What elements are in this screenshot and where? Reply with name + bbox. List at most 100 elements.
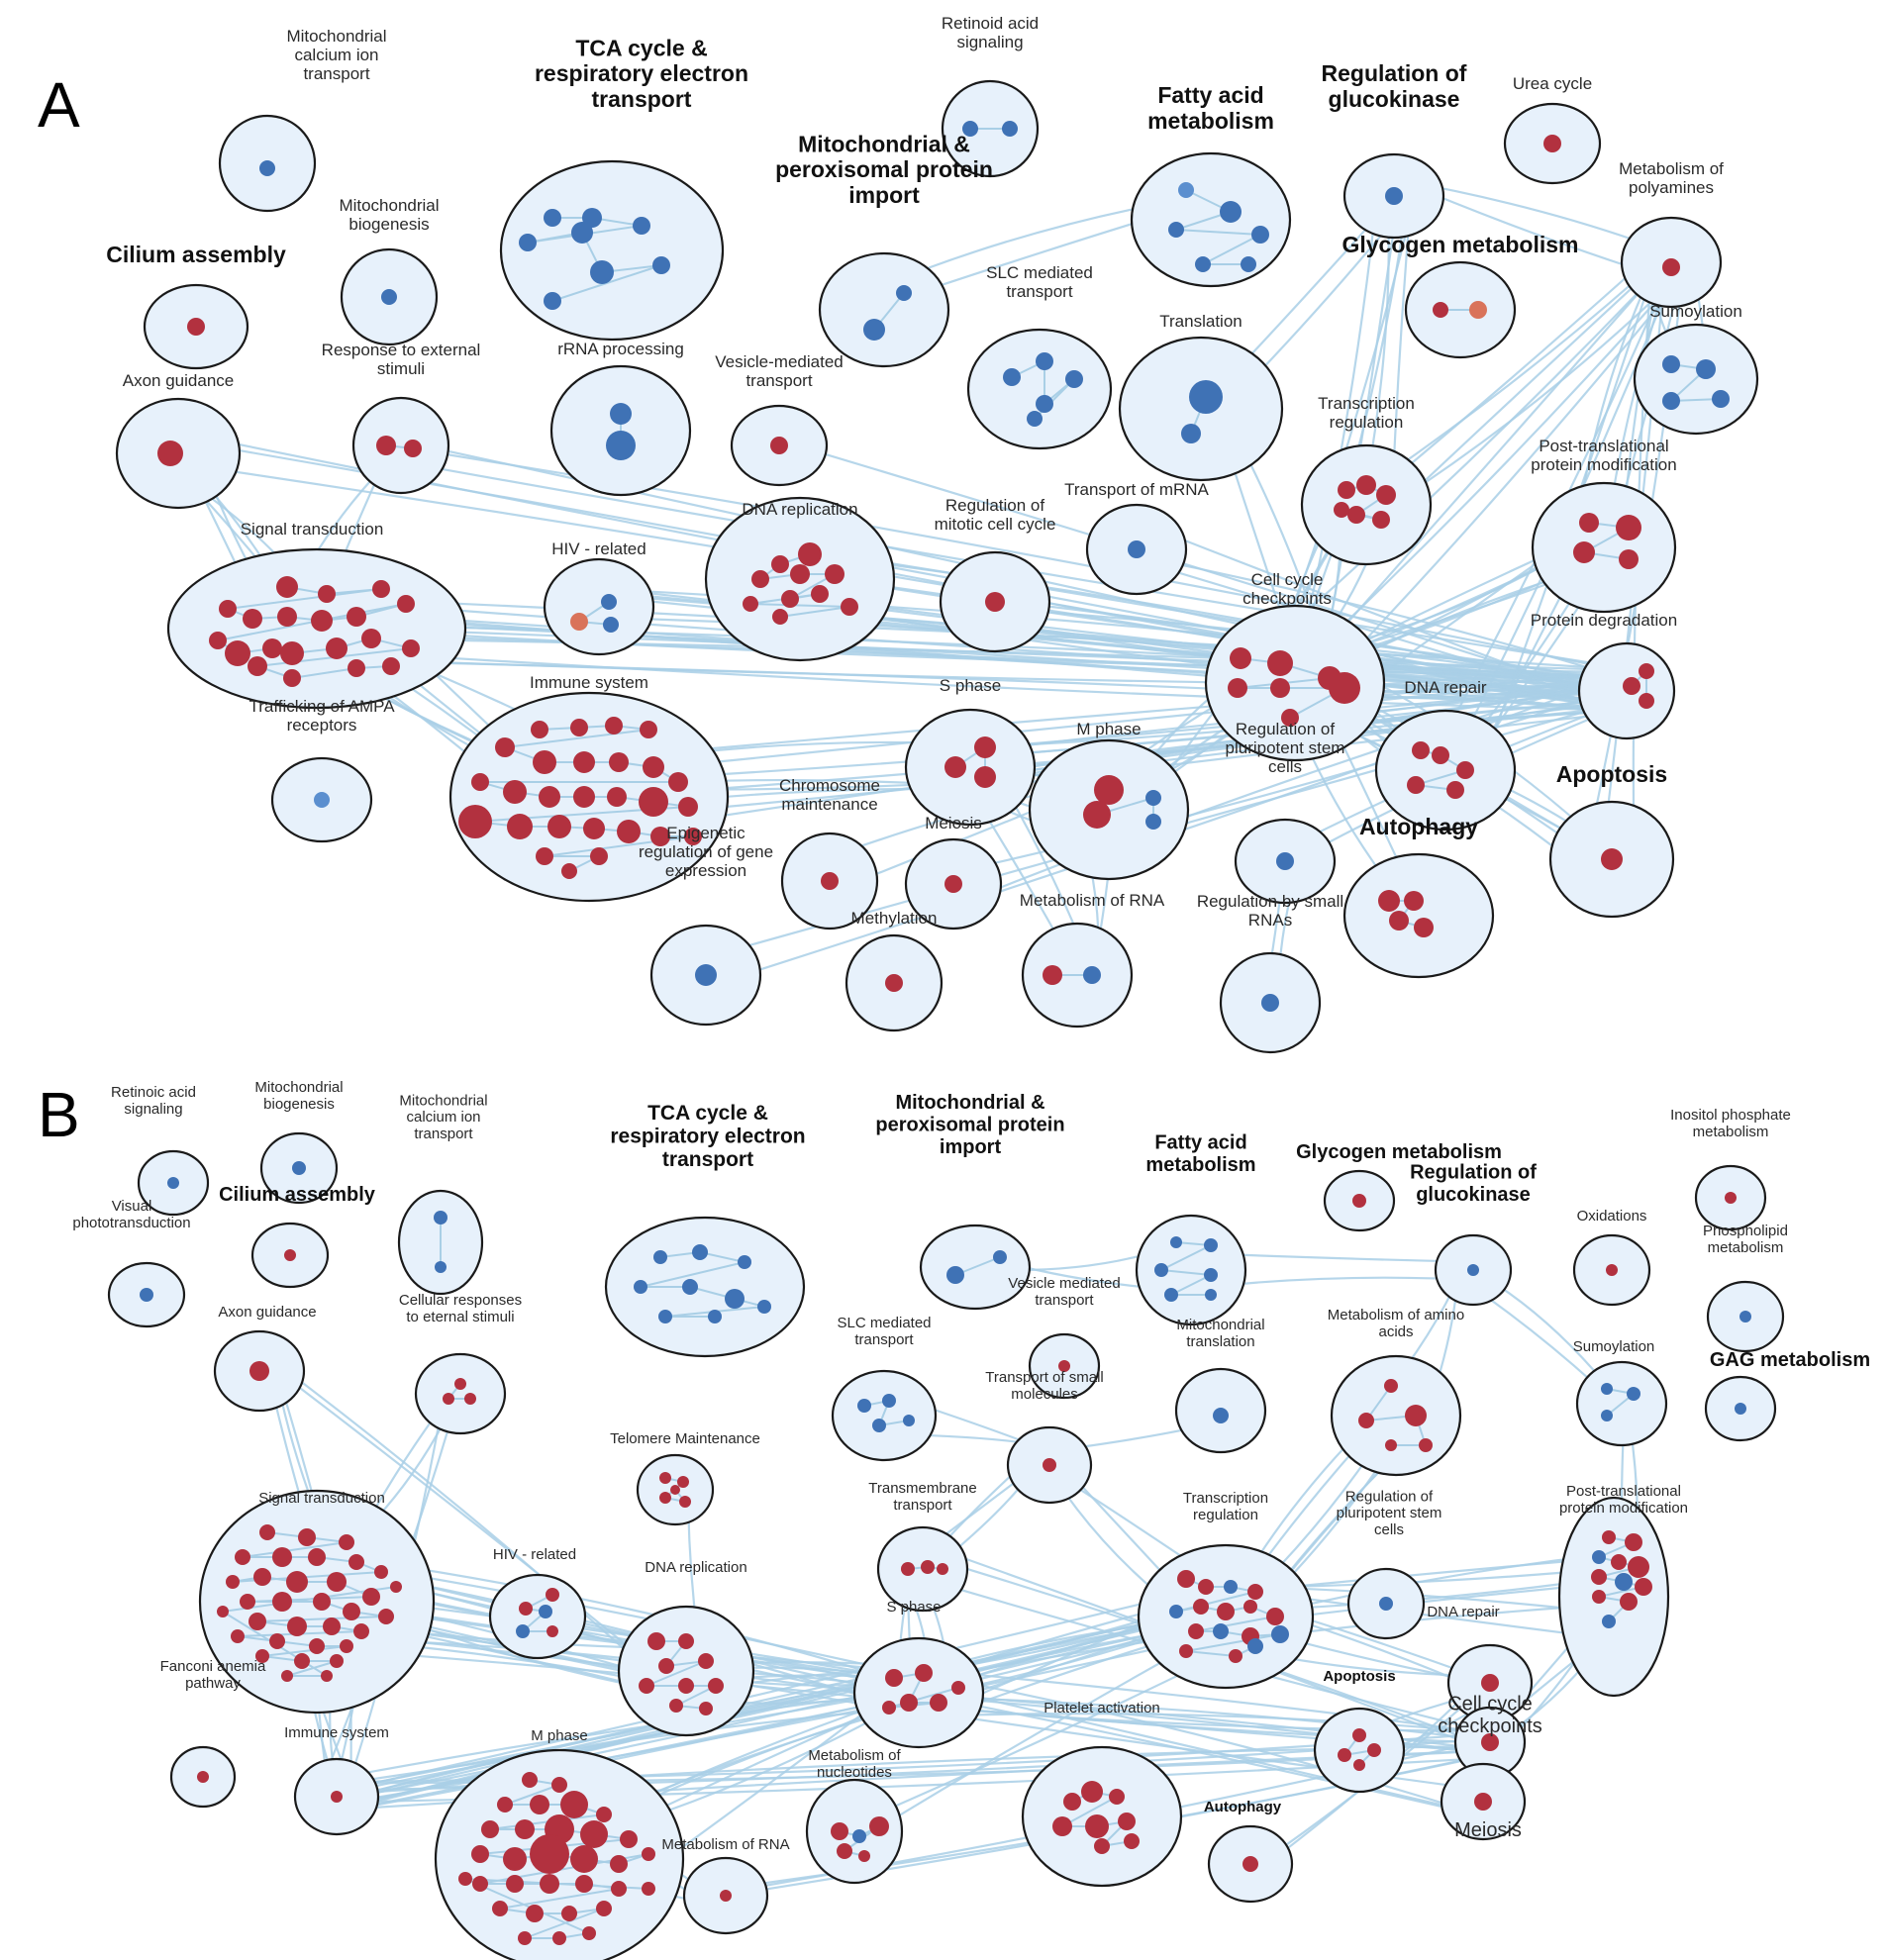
pathway-node [1620, 1593, 1638, 1611]
pathway-node [575, 1875, 593, 1893]
pathway-node [678, 1633, 694, 1649]
cluster-label: Methylation [851, 909, 938, 928]
pathway-node [634, 1280, 647, 1294]
cluster-label: Immune system [284, 1724, 389, 1741]
pathway-node [885, 1669, 903, 1687]
pathway-node [561, 1906, 577, 1921]
pathway-node [770, 437, 788, 454]
pathway-node [1735, 1403, 1746, 1415]
pathway-node [1352, 1194, 1366, 1208]
cluster-label: Autophagy [1204, 1799, 1282, 1815]
pathway-node [1639, 663, 1654, 679]
pathway-node [390, 1581, 402, 1593]
pathway-node [286, 1571, 308, 1593]
pathway-node [1193, 1599, 1209, 1615]
pathway-node [551, 1777, 567, 1793]
pathway-node [1230, 647, 1251, 669]
cluster-label: Protein degradation [1531, 611, 1677, 630]
pathway-node [217, 1606, 229, 1617]
pathway-node [1467, 1264, 1479, 1276]
cluster-bubble [499, 159, 725, 342]
cluster-label: Sumoylation [1649, 302, 1742, 321]
pathway-node [434, 1211, 447, 1225]
pathway-node [530, 1795, 549, 1814]
pathway-node [743, 596, 758, 612]
pathway-node [348, 659, 365, 677]
intra-cluster-link [1061, 1796, 1118, 1827]
pathway-link [1322, 278, 1651, 651]
pathway-node [547, 1625, 558, 1637]
cluster-label: Meiosis [1454, 1819, 1522, 1841]
pathway-node [1281, 709, 1299, 727]
pathway-node [1573, 541, 1595, 563]
pathway-node [841, 598, 858, 616]
pathway-node [503, 780, 527, 804]
pathway-node [611, 1881, 627, 1897]
cluster-layer [107, 79, 1785, 1960]
cluster-label: Apoptosis [1556, 761, 1667, 787]
cluster-bubble [818, 251, 950, 368]
intra-cluster-link [779, 606, 850, 618]
cluster-label: Metabolism of RNA [661, 1836, 789, 1853]
pathway-node [280, 641, 304, 665]
pathway-node [339, 1534, 354, 1550]
pathway-link [928, 1706, 1499, 1732]
intra-cluster-link [1185, 1633, 1281, 1652]
cluster-label: Apoptosis [1323, 1668, 1395, 1685]
pathway-node [1602, 1615, 1616, 1628]
intra-cluster-link [1160, 1244, 1212, 1271]
pathway-node [1601, 1410, 1613, 1421]
pathway-node [1725, 1192, 1737, 1204]
pathway-node [530, 1834, 569, 1874]
pathway-node [798, 542, 822, 566]
pathway-node [167, 1177, 179, 1189]
pathway-node [1170, 1236, 1182, 1248]
node-layer [140, 121, 1751, 1945]
pathway-node [197, 1771, 209, 1783]
pathway-node [552, 1931, 566, 1945]
pathway-node [378, 1609, 394, 1624]
pathway-node [1198, 1579, 1214, 1595]
pathway-node [930, 1694, 947, 1712]
pathway-node [402, 639, 420, 657]
pathway-node [596, 1807, 612, 1822]
pathway-node [503, 1847, 527, 1871]
pathway-node [536, 847, 553, 865]
pathway-node [372, 580, 390, 598]
cluster-label: HIV - related [493, 1546, 576, 1563]
pathway-link [365, 1566, 924, 1679]
pathway-node [1662, 258, 1680, 276]
pathway-node [652, 256, 670, 274]
pathway-node [1043, 1458, 1056, 1472]
intra-cluster-link [1185, 1650, 1237, 1657]
pathway-node [607, 787, 627, 807]
intra-cluster-link [640, 1261, 745, 1288]
pathway-node [1058, 1360, 1070, 1372]
pathway-node [677, 1476, 689, 1488]
pathway-link [310, 598, 1608, 689]
cluster-label: Transport of mRNA [1064, 480, 1209, 499]
pathway-node [659, 1492, 671, 1504]
pathway-node [531, 721, 548, 738]
pathway-node [243, 609, 262, 629]
pathway-node [1601, 1383, 1613, 1395]
intra-cluster-link [1160, 1269, 1212, 1276]
pathway-node [974, 766, 996, 788]
cluster-label: DNA repair [1427, 1604, 1499, 1620]
pathway-node [1635, 1578, 1652, 1596]
pathway-node [573, 751, 595, 773]
pathway-node [1592, 1590, 1606, 1604]
pathway-node [699, 1702, 713, 1715]
pathway-node [872, 1419, 886, 1432]
